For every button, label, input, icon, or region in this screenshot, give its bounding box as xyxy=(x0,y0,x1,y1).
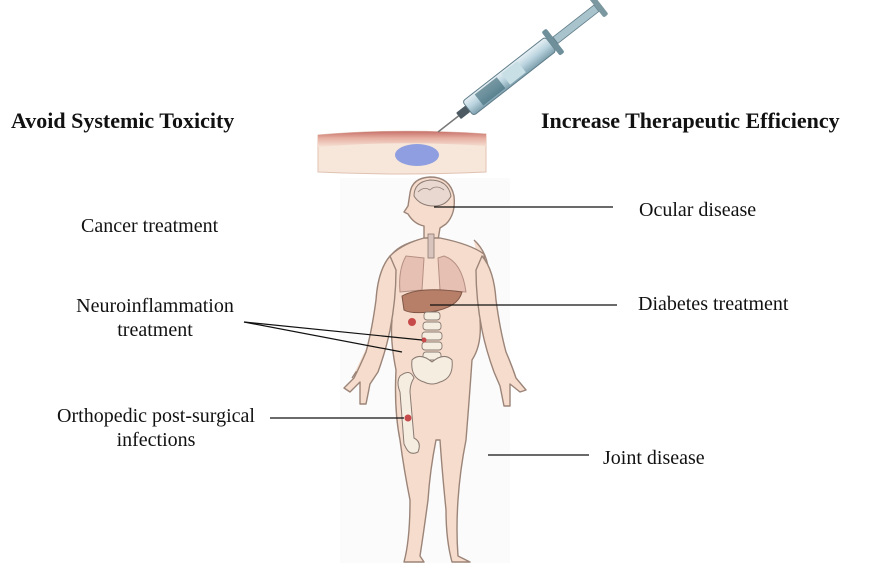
trachea-icon xyxy=(428,234,434,258)
injection-depot xyxy=(395,144,439,166)
lung-left-icon xyxy=(400,256,424,292)
lesion-icon xyxy=(405,415,412,422)
lesion-icon xyxy=(422,338,427,343)
spine-icon xyxy=(422,312,442,360)
tissue-block xyxy=(318,131,486,174)
lesion-icon xyxy=(408,318,416,326)
syringe-icon xyxy=(429,0,611,144)
